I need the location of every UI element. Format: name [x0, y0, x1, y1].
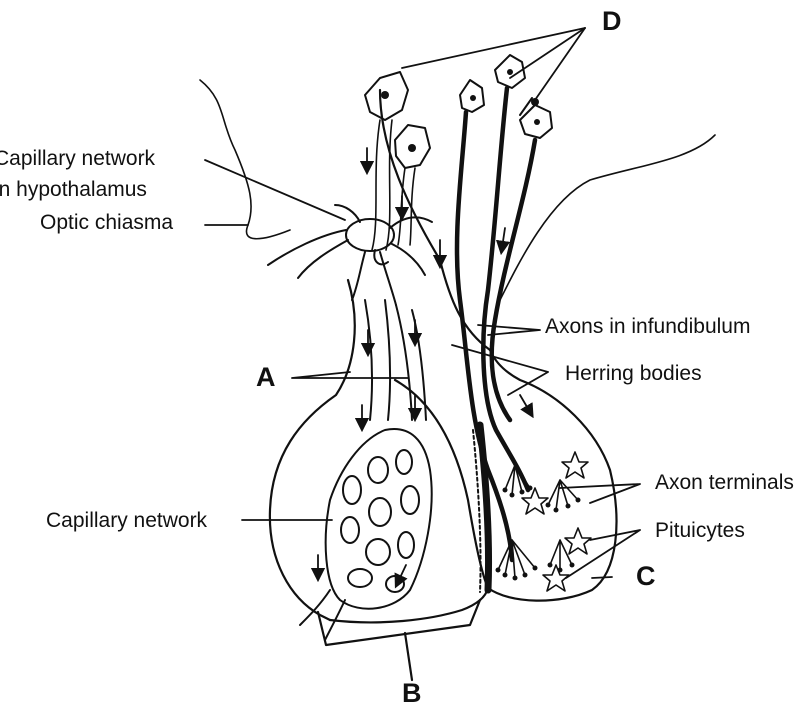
gland-outline [270, 90, 617, 622]
letter-b: B [402, 680, 422, 707]
letter-c: C [636, 563, 656, 590]
hypothalamic-neurons [365, 55, 552, 168]
label-axon-terminals: Axon terminals [655, 472, 794, 493]
b-leader [405, 633, 412, 680]
label-capillary-network: Capillary network [46, 510, 207, 531]
axons-in-infundibulum [457, 88, 535, 560]
portal-vessels [365, 300, 426, 420]
optic-nerve-line [200, 80, 290, 239]
label-capillary-hypothalamus-2: in hypothalamus [0, 179, 147, 200]
label-herring-bodies: Herring bodies [565, 363, 702, 384]
letter-a: A [256, 364, 276, 391]
label-pituicytes: Pituicytes [655, 520, 745, 541]
label-capillary-hypothalamus-1: Capillary network [0, 148, 155, 169]
letter-d: D [602, 8, 622, 35]
pars-intermedia-edge [473, 430, 481, 592]
axon-terminals [498, 465, 578, 578]
anterior-capillary-network [300, 429, 432, 640]
label-axons-in-infundibulum: Axons in infundibulum [545, 316, 750, 337]
pituicyte-cells [522, 452, 591, 591]
label-optic-chiasma: Optic chiasma [40, 212, 173, 233]
